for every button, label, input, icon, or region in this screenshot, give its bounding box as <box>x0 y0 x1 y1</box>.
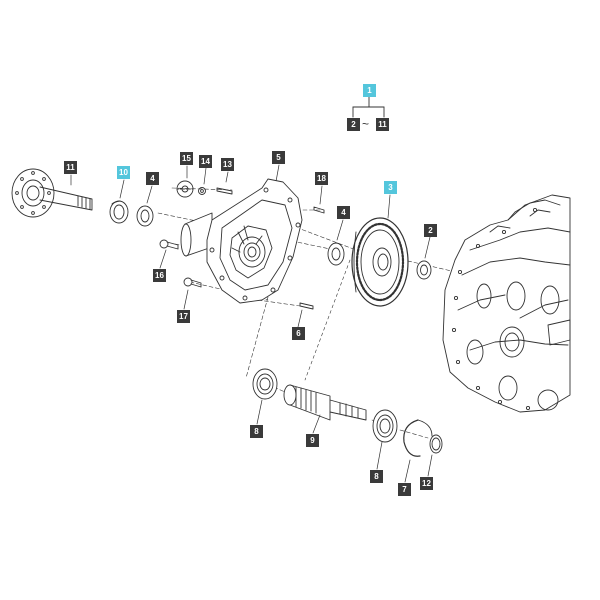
legend-group-callout[interactable]: 1 <box>363 84 376 97</box>
callout-part-14[interactable]: 14 <box>199 155 212 168</box>
part-11-flange-shaft <box>11 168 93 218</box>
callout-part-18[interactable]: 18 <box>315 172 328 185</box>
callout-part-10[interactable]: 10 <box>117 166 130 179</box>
part-15-washer-shape <box>176 180 194 198</box>
callout-part-3[interactable]: 3 <box>384 181 397 194</box>
legend-range-from[interactable]: 2 <box>347 118 360 131</box>
transmission-case <box>442 194 571 413</box>
leader-lines <box>70 164 433 483</box>
callout-part-11[interactable]: 11 <box>64 161 77 174</box>
part-6-dowel-shape <box>299 302 314 310</box>
part-13-pin-shape <box>216 187 233 195</box>
part-5-housing-shape <box>180 178 303 304</box>
part-12-ring-shape <box>429 434 443 454</box>
part-17-bolt-shape <box>183 277 202 288</box>
part-8-bearing-left-shape <box>252 368 278 400</box>
part-4-bearing-right-shape <box>327 242 345 266</box>
callout-part-9[interactable]: 9 <box>306 434 319 447</box>
part-8-bearing-right-shape <box>372 409 398 443</box>
callout-part-17[interactable]: 17 <box>177 310 190 323</box>
part-16-bolt-shape <box>159 239 179 250</box>
callout-part-7[interactable]: 7 <box>398 483 411 496</box>
callout-part-4-left[interactable]: 4 <box>146 172 159 185</box>
part-4-bearing-left-shape <box>136 205 154 227</box>
callout-part-15[interactable]: 15 <box>180 152 193 165</box>
part-18-dowel-shape <box>313 206 325 214</box>
part-10-seal-shape <box>109 200 129 224</box>
legend-bracket <box>352 96 385 118</box>
callout-part-12[interactable]: 12 <box>420 477 433 490</box>
part-9-shaft-shape <box>283 384 367 421</box>
callout-part-6[interactable]: 6 <box>292 327 305 340</box>
callout-part-2[interactable]: 2 <box>424 224 437 237</box>
part-2-bushing-shape <box>416 260 432 280</box>
part-3-gear-shape <box>351 217 409 307</box>
part-14-nut-shape <box>198 187 206 195</box>
callout-part-8-right[interactable]: 8 <box>370 470 383 483</box>
callout-part-8-left[interactable]: 8 <box>250 425 263 438</box>
callout-part-5[interactable]: 5 <box>272 151 285 164</box>
legend-range-to[interactable]: 11 <box>376 118 389 131</box>
callout-part-4-right[interactable]: 4 <box>337 206 350 219</box>
part-7-snap-ring-shape <box>403 419 433 457</box>
callout-part-16[interactable]: 16 <box>153 269 166 282</box>
callout-part-13[interactable]: 13 <box>221 158 234 171</box>
legend-range-separator: ~ <box>362 117 370 131</box>
